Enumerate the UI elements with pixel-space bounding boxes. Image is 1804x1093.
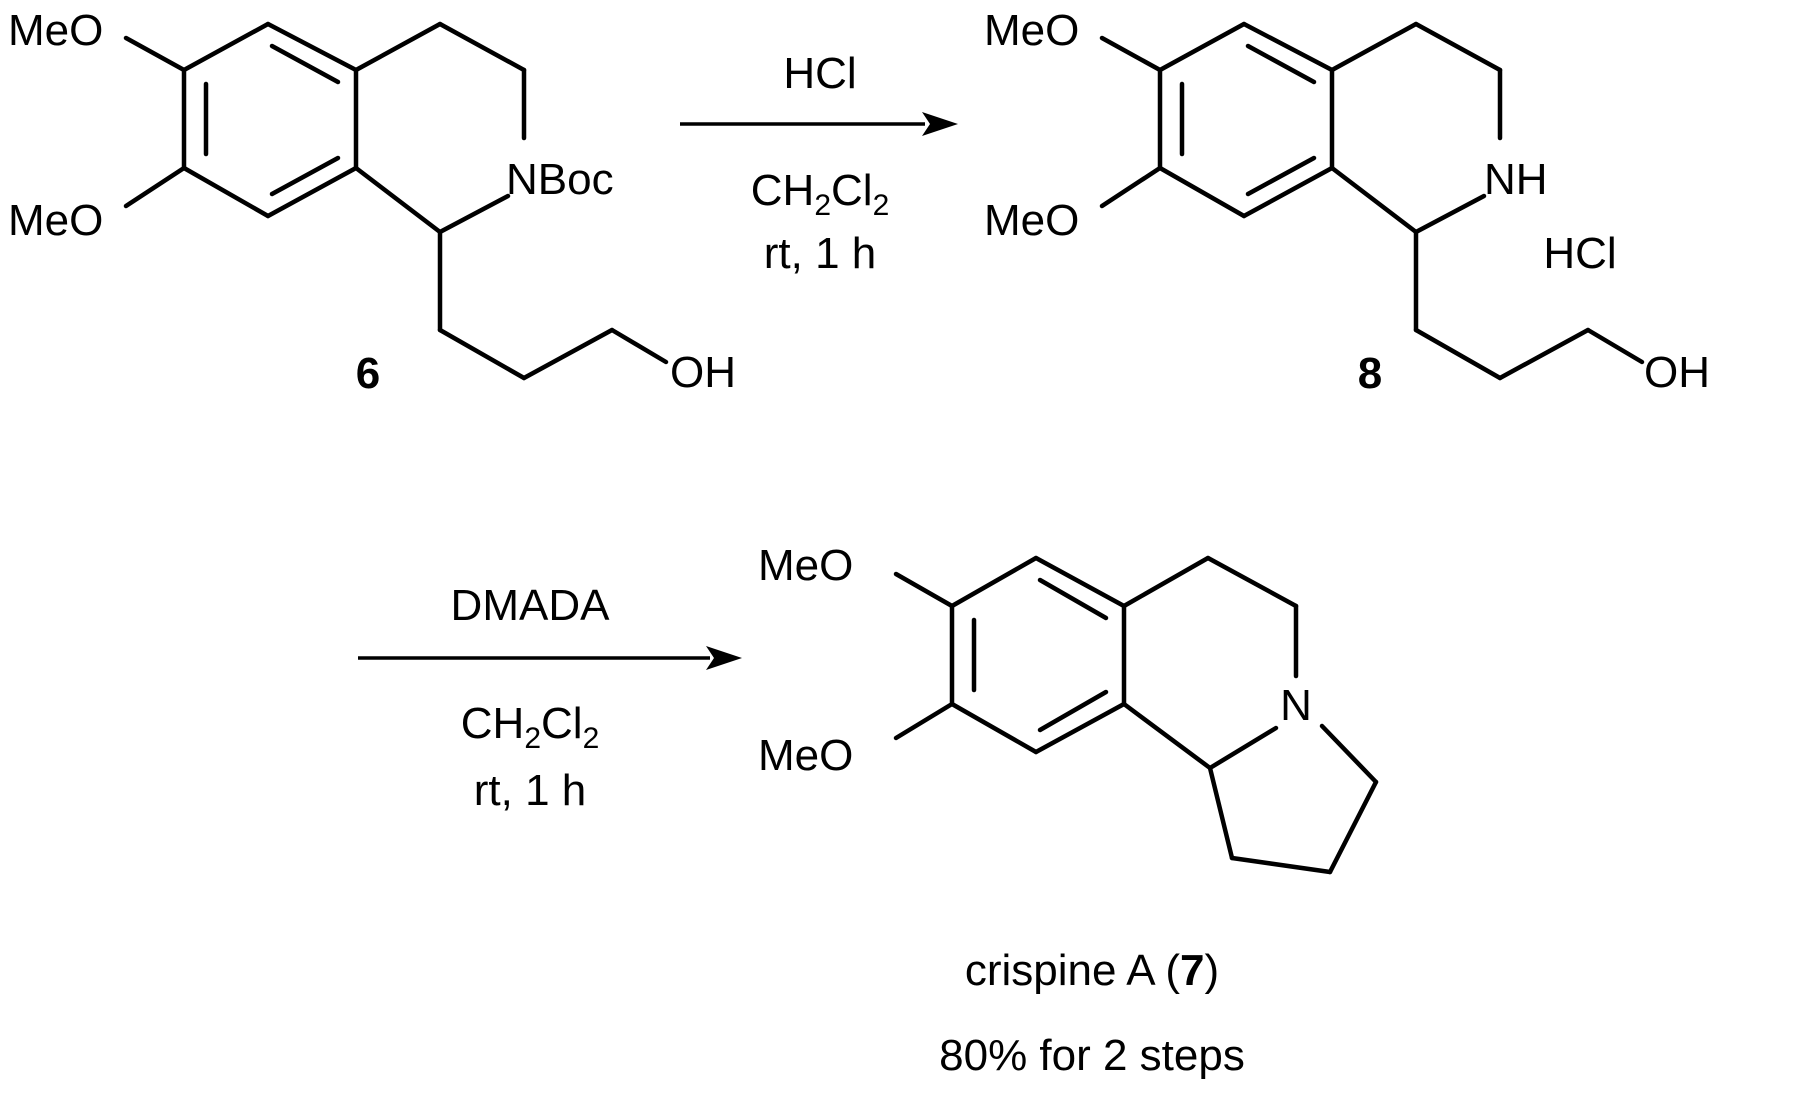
step-1-solvent: CH2Cl2 [751, 166, 890, 222]
step-2-conditions: rt, 1 h [474, 766, 587, 815]
compound-6-ome-bottom: MeO [8, 196, 103, 245]
compound-8-ome-bottom: MeO [984, 196, 1079, 245]
compound-8-ome-top: MeO [984, 6, 1079, 55]
step-1-reagent: HCl [783, 49, 856, 98]
compound-8: MeO MeO NH HCl OH 8 [984, 6, 1710, 398]
compound-6-nboc: NBoc [506, 155, 614, 204]
compound-6-bonds [123, 21, 669, 381]
reaction-arrow-1-head [922, 112, 958, 136]
compound-6-ome-top: MeO [8, 6, 103, 55]
step-1-conditions: rt, 1 h [764, 229, 877, 278]
step-2-solvent: CH2Cl2 [461, 699, 600, 755]
product-yield: 80% for 2 steps [939, 1031, 1245, 1080]
compound-7-ome-top: MeO [758, 541, 853, 590]
compound-8-number: 8 [1358, 349, 1382, 398]
reaction-step-1: HCl CH2Cl2 rt, 1 h [680, 49, 958, 278]
compound-8-oh: OH [1644, 348, 1710, 397]
compound-6-number: 6 [356, 349, 380, 398]
compound-7-bonds [893, 555, 1379, 875]
reaction-arrow-2-head [706, 646, 742, 670]
product-name: crispine A (7) [965, 946, 1219, 995]
compound-7-crispine-a: MeO MeO N crispine A (7) 80% for 2 steps [758, 541, 1379, 1080]
compound-8-nh: NH [1484, 155, 1548, 204]
compound-6-oh: OH [670, 348, 736, 397]
compound-6: MeO MeO NBoc OH 6 [8, 6, 736, 398]
compound-7-ome-bottom: MeO [758, 731, 853, 780]
compound-7-nitrogen: N [1280, 681, 1312, 730]
reaction-step-2: DMADA CH2Cl2 rt, 1 h [358, 581, 742, 815]
compound-8-bonds [1099, 21, 1645, 381]
step-2-reagent: DMADA [451, 581, 611, 630]
compound-8-hcl-salt: HCl [1543, 229, 1616, 278]
